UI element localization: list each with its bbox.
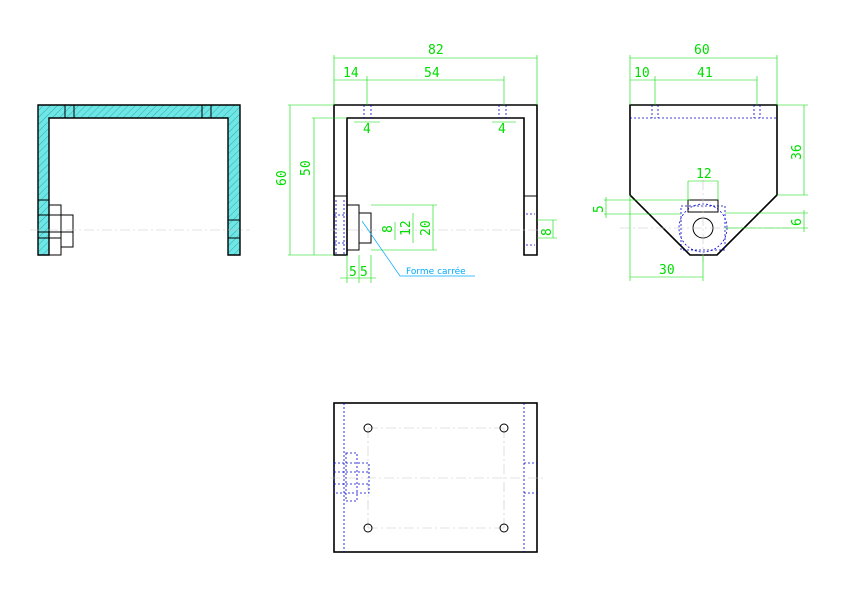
front-frame-outline: [333, 104, 538, 256]
top-hole-1: [363, 423, 373, 433]
section-hole-left: [64, 104, 75, 119]
note-forme-carree: Forme carrée: [406, 266, 466, 277]
top-hole-4: [499, 523, 509, 533]
dim-4-right: 4: [498, 122, 506, 137]
dim-36-vertical: 36: [790, 144, 805, 160]
dim-50-vertical: 50: [299, 160, 314, 176]
dim-12-bore: 12: [696, 167, 712, 182]
dim-82: 82: [428, 43, 444, 58]
front-view: 82 14 54 4 4 60 50 20 12 8 8 5 5 Forme c…: [275, 43, 557, 283]
dim-4-left: 4: [363, 122, 371, 137]
dim-60-top: 60: [694, 43, 710, 58]
dim-30: 30: [659, 263, 675, 278]
dim-14: 14: [343, 66, 359, 81]
dim-6-step: 6: [790, 218, 805, 226]
front-boss-block: [346, 204, 360, 251]
section-view: [30, 104, 250, 256]
dim-10: 10: [634, 66, 650, 81]
dim-54: 54: [424, 66, 440, 81]
section-foot-right: [227, 219, 241, 239]
dim-20-vertical: 20: [419, 220, 434, 236]
section-hole-right: [201, 104, 212, 119]
dim-41: 41: [697, 66, 713, 81]
dim-8-vertical: 8: [381, 225, 396, 233]
top-view: [330, 402, 545, 553]
dim-12-vertical: 12: [399, 220, 414, 236]
side-view: 60 10 41 36 12 5 6 30: [592, 43, 808, 281]
front-boss-square: [358, 212, 372, 244]
dim-5-step: 5: [592, 205, 607, 213]
dim-5-first: 5: [349, 265, 357, 280]
dim-60-vertical: 60: [275, 170, 290, 186]
top-hole-3: [363, 523, 373, 533]
top-outline: [333, 402, 538, 553]
dim-5-second: 5: [360, 265, 368, 280]
dim-8-foot: 8: [540, 228, 555, 236]
top-hole-2: [499, 423, 509, 433]
section-boss-square: [60, 214, 74, 248]
